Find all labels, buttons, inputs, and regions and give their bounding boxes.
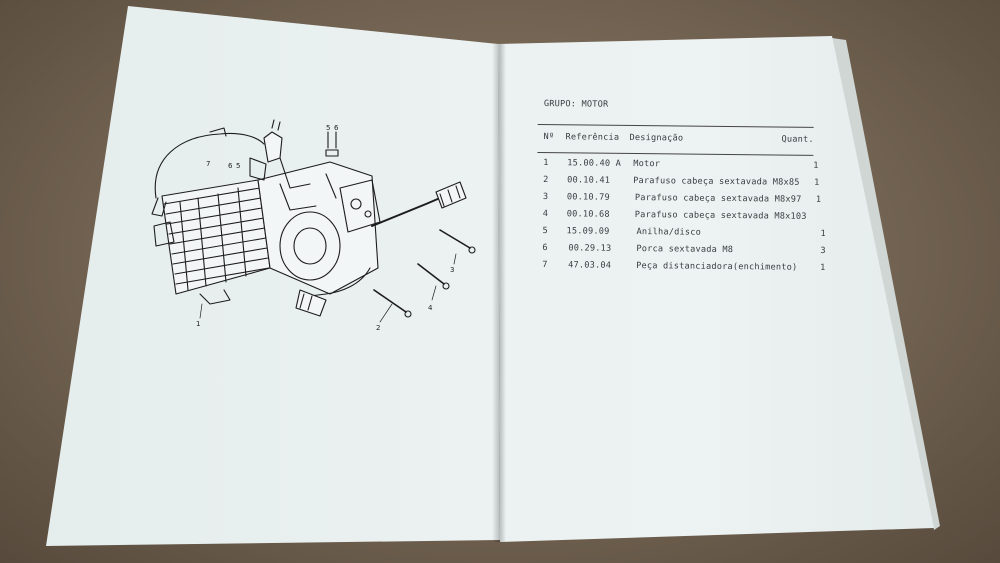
row-desc: Parafuso cabeça sextavada M8x97	[634, 193, 802, 205]
cylinder-fins	[153, 179, 271, 305]
callout-6: 6	[228, 162, 233, 170]
book-gutter	[492, 44, 506, 542]
callout-5: 5	[236, 162, 240, 170]
row-ref: 00.10.41	[567, 175, 611, 186]
row-ref: 00.10.79	[566, 192, 610, 203]
row-num: 6	[542, 243, 548, 254]
row-desc: Motor	[633, 159, 661, 170]
header-num: Nº	[543, 132, 555, 143]
row-num: 7	[542, 260, 548, 271]
group-title: GRUPO: MOTOR	[543, 99, 609, 110]
header-ref: Referência	[565, 132, 620, 143]
carburetor-and-cable	[151, 119, 339, 217]
row-ref: 00.29.13	[568, 243, 612, 254]
kick-starter-lever	[325, 181, 467, 295]
row-desc: Peça distanciadora(enchimento)	[636, 261, 798, 273]
row-qty: 1	[820, 228, 826, 240]
row-qty: 1	[815, 194, 822, 205]
row-num: 4	[542, 209, 549, 220]
row-ref: 47.03.04	[568, 260, 612, 271]
gear-shift-pedal	[295, 289, 327, 317]
bolts	[373, 229, 476, 318]
header-qty: Quant.	[781, 134, 814, 145]
callout-2: 2	[376, 324, 380, 332]
row-desc: Anilha/disco	[636, 227, 702, 238]
row-qty: 1	[814, 177, 820, 188]
callout-6-upper: 6	[334, 124, 339, 132]
callout-labels: 1 2 3 4 5 6 7 5 6	[196, 124, 454, 332]
row-ref: 00.10.68	[566, 209, 610, 220]
row-desc: Parafuso cabeça sextavada M8x85	[633, 176, 800, 188]
row-qty: 1	[820, 262, 826, 274]
header-desc: Designação	[629, 132, 684, 144]
callout-4: 4	[428, 304, 433, 312]
row-ref: 15.00.40 A	[567, 158, 622, 169]
leader-lines	[199, 253, 457, 323]
row-qty: 3	[820, 245, 826, 257]
row-ref: 15.09.09	[566, 226, 610, 237]
row-num: 5	[542, 226, 548, 237]
row-num: 1	[543, 158, 549, 169]
row-qty: 1	[813, 160, 819, 171]
callout-5-upper: 5	[326, 124, 330, 132]
callout-3: 3	[450, 266, 454, 274]
callout-1: 1	[196, 320, 200, 328]
row-num: 3	[542, 192, 549, 203]
callout-7: 7	[206, 160, 210, 168]
row-desc: Parafuso cabeça sextavada M8x103	[634, 210, 807, 222]
row-desc: Porca sextavada M8	[636, 244, 734, 256]
engine-diagram: 1 2 3 4 5 6 7 5 6	[151, 119, 476, 332]
row-num: 2	[543, 175, 549, 186]
crankcase	[257, 161, 381, 295]
